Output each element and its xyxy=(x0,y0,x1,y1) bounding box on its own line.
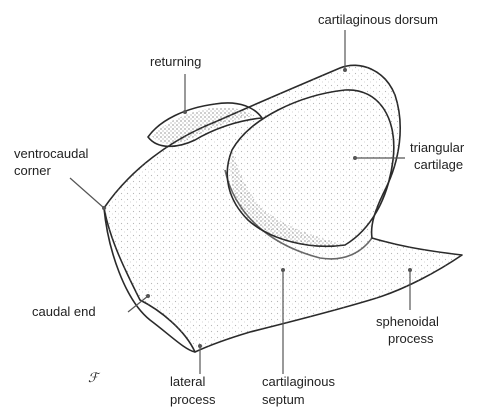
label-cartilaginous-dorsum: cartilaginous dorsum xyxy=(318,12,438,72)
label-returning: returning xyxy=(150,54,201,114)
cartilaginous-dorsum-text: cartilaginous dorsum xyxy=(318,12,438,27)
label-ventrocaudal-corner: ventrocaudal corner xyxy=(14,146,106,210)
corner-script-mark: ℱ xyxy=(88,370,101,385)
label-lateral-process: lateral process xyxy=(170,344,216,407)
cartilaginous-septum-line-1: cartilaginous xyxy=(262,374,335,389)
sphenoidal-process-line-1: sphenoidal xyxy=(376,314,439,329)
cartilaginous-septum-line-2: septum xyxy=(262,392,305,407)
ventrocaudal-corner-line-2: corner xyxy=(14,163,52,178)
sphenoidal-process-line-2: process xyxy=(388,331,434,346)
lateral-process-line-1: lateral xyxy=(170,374,206,389)
lateral-process-line-2: process xyxy=(170,392,216,407)
triangular-cartilage-line-1: triangular xyxy=(410,140,465,155)
returning-text: returning xyxy=(150,54,201,69)
ventrocaudal-corner-line-1: ventrocaudal xyxy=(14,146,89,161)
triangular-cartilage-line-2: cartilage xyxy=(414,157,463,172)
caudal-end-text: caudal end xyxy=(32,304,96,319)
